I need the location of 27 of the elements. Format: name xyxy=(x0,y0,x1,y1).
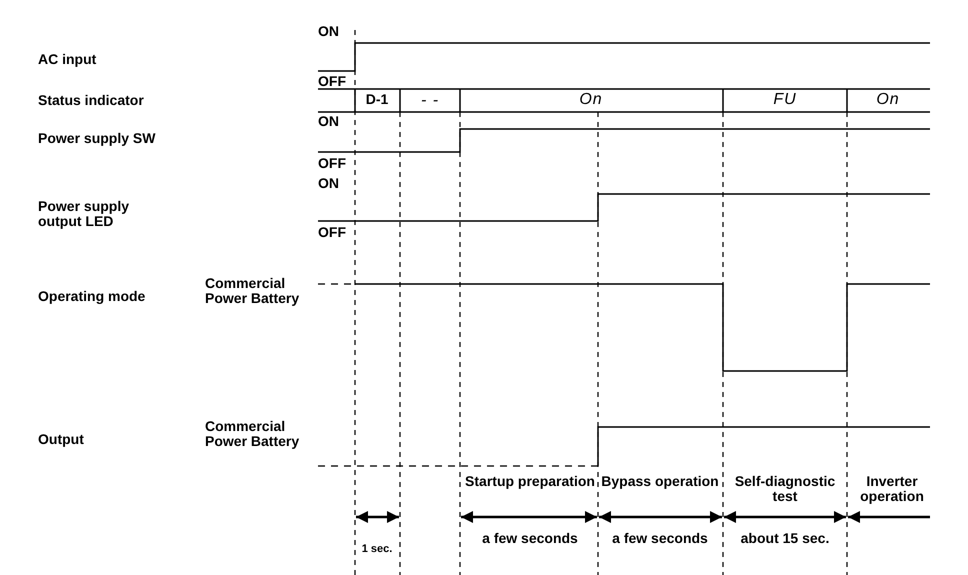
state-label: OFF xyxy=(318,225,346,240)
duration-label: a few seconds xyxy=(611,531,709,546)
signal-label: AC input xyxy=(38,52,96,68)
duration-label: a few seconds xyxy=(481,531,579,546)
signal-label: Output xyxy=(38,432,84,448)
phase-label: Startup preparation xyxy=(465,474,595,490)
signal-label: Status indicator xyxy=(38,93,144,108)
signal-label: Power supply SW xyxy=(38,131,156,146)
state-label: ON xyxy=(318,24,339,40)
state-label: OFF xyxy=(318,74,346,90)
display-reading: - - xyxy=(420,92,440,110)
display-reading: D-1 xyxy=(364,92,390,108)
phase-label: Bypass operation xyxy=(600,474,720,490)
duration-label: 1 sec. xyxy=(360,543,394,556)
duration-label: about 15 sec. xyxy=(740,531,830,546)
display-reading: On xyxy=(578,91,604,109)
signal-label: Power supply output LED xyxy=(38,199,130,230)
state-label: ON xyxy=(318,176,339,192)
signal-label: Operating mode xyxy=(38,289,146,304)
state-label: Commercial Power Battery xyxy=(205,419,300,450)
display-reading: On xyxy=(875,91,901,109)
display-reading: FU xyxy=(772,91,798,109)
phase-label: Self-diagnostic test xyxy=(734,474,836,505)
state-label: Commercial Power Battery xyxy=(205,276,300,307)
phase-label: Inverter operation xyxy=(859,474,925,505)
state-label: ON xyxy=(318,114,339,130)
state-label: OFF xyxy=(318,156,346,172)
